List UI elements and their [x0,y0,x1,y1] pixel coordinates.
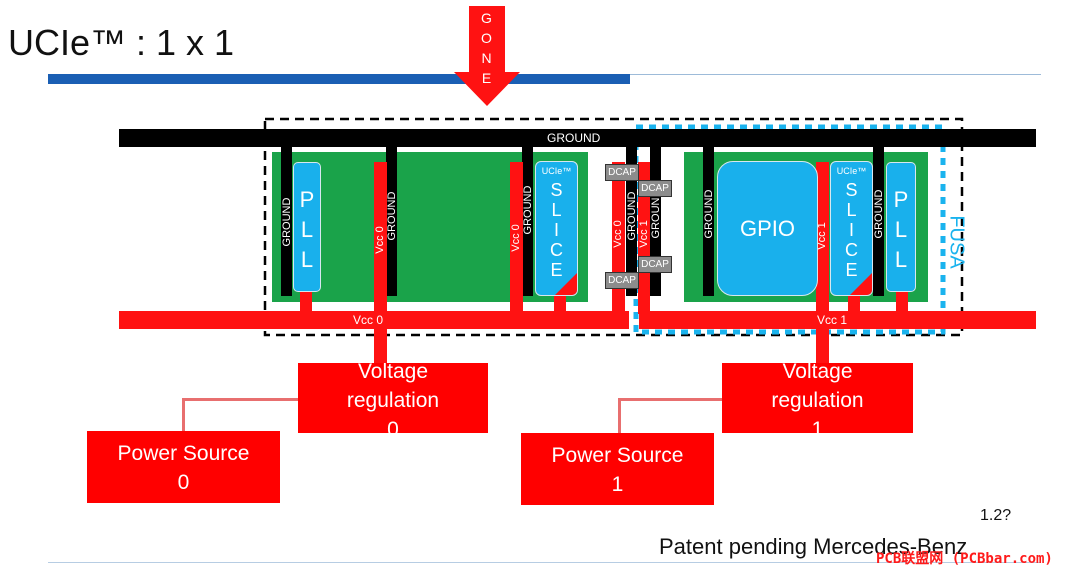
vcc0-rail: Vcc 0 [119,311,629,329]
vr0-line2: regulation [346,389,440,412]
slice-letter: L [551,200,562,220]
gpio-block: GPIO [717,161,818,296]
ps1-line2: 1 [611,473,624,496]
vr1-line3: 1 [811,418,824,433]
footer-patent: Patent pending Mercedes-Benz [659,534,968,559]
ground-rail: GROUND [119,129,1036,147]
voltage-regulation-1: Voltage regulation 1 [722,363,913,433]
vcc0-stub [510,162,523,314]
ground-stub [873,138,884,296]
slice-letter: C [550,240,563,260]
connector [182,398,185,431]
title-accent-bar [48,74,630,84]
dcap: DCAP [638,180,672,197]
dcap: DCAP [638,256,672,273]
vr0-line1: Voltage [357,363,429,383]
pll-block-left: P L L [293,162,321,292]
connector [182,398,299,401]
vcc1-label: Vcc 1 [638,220,650,248]
gone-letter: E [481,70,493,86]
ground-label: GROUND [522,185,534,235]
slice-corner-marker [555,273,577,295]
vr1-line2: regulation [771,389,864,412]
ucie-slice-left: UCIe™ S L I C E [535,161,578,296]
slice-header: UCIe™ [541,166,572,176]
gone-letter: G [481,10,493,26]
slice-letter: C [845,240,858,260]
ground-stub [626,138,637,296]
page-title: UCIe™ : 1 x 1 [8,22,235,63]
pll-letter: P [299,187,315,212]
vr1-line1: Voltage [782,363,853,383]
pll-letter: L [894,247,908,272]
vr0-line3: 0 [387,418,399,433]
vcc0-label: Vcc 0 [510,224,522,252]
slice-letter: I [848,220,854,240]
ucie-slice-right: UCIe™ S L I C E [830,161,873,296]
pll-letter: L [300,217,314,242]
footer-divider [48,562,1041,563]
ground-label: GROUND [281,197,293,247]
pll-letter: L [894,217,908,242]
vcc0-label: Vcc 0 [374,226,386,254]
slice-letter: I [553,220,559,240]
ground-label: GROUND [703,189,715,239]
vcc0-label: Vcc 0 [612,220,624,248]
version-note: 1.2? [980,507,1012,524]
gone-letter: O [481,30,493,46]
fusa-outline [633,124,946,335]
pll-letter: L [300,247,314,272]
slice-letter: L [846,200,857,220]
ps0-line2: 0 [177,471,190,494]
vcc0-rail-label: Vcc 0 [353,313,384,327]
power-source-1: Power Source 1 [521,433,714,505]
vcc1-rail: Vcc 1 [639,311,1036,329]
ground-label: GROUND [873,189,885,239]
ground-stub [703,138,714,296]
ground-stub [522,138,533,296]
ps1-line1: Power Source [551,444,684,467]
vcc1-stub [848,290,860,314]
ps0-line1: Power Source [117,442,250,465]
ground-label: GROUND [626,191,638,241]
slice-letter: S [550,180,563,200]
connector [618,398,621,433]
ground-stub [650,138,661,296]
vcc0-stub [554,290,566,314]
vcc1-stub [638,162,650,314]
ground-label: GROUND [386,191,398,241]
ground-rail-label: GROUND [547,131,601,145]
voltage-regulation-0: Voltage regulation 0 [298,363,488,433]
vcc1-stub [896,290,908,314]
pll-block-right: P L L [886,162,916,292]
slice-header: UCIe™ [836,166,867,176]
dcap: DCAP [605,272,639,289]
watermark: PCB联盟网 (PCBbar.com) [876,551,1053,567]
package-outline [263,117,964,337]
connector [618,398,723,401]
fusa-label: FUSA [945,215,968,269]
ground-stub [281,138,292,296]
power-source-0: Power Source 0 [87,431,280,503]
vcc1-rail-label: Vcc 1 [817,313,848,327]
slice-letter: S [845,180,858,200]
ground-stub [386,138,397,296]
vcc0-stub [300,290,312,314]
pll-letter: P [893,187,909,212]
gone-letter: N [481,50,493,66]
dcap: DCAP [605,164,639,181]
gone-arrow: G O N E [454,6,520,106]
slice-corner-marker [850,273,872,295]
